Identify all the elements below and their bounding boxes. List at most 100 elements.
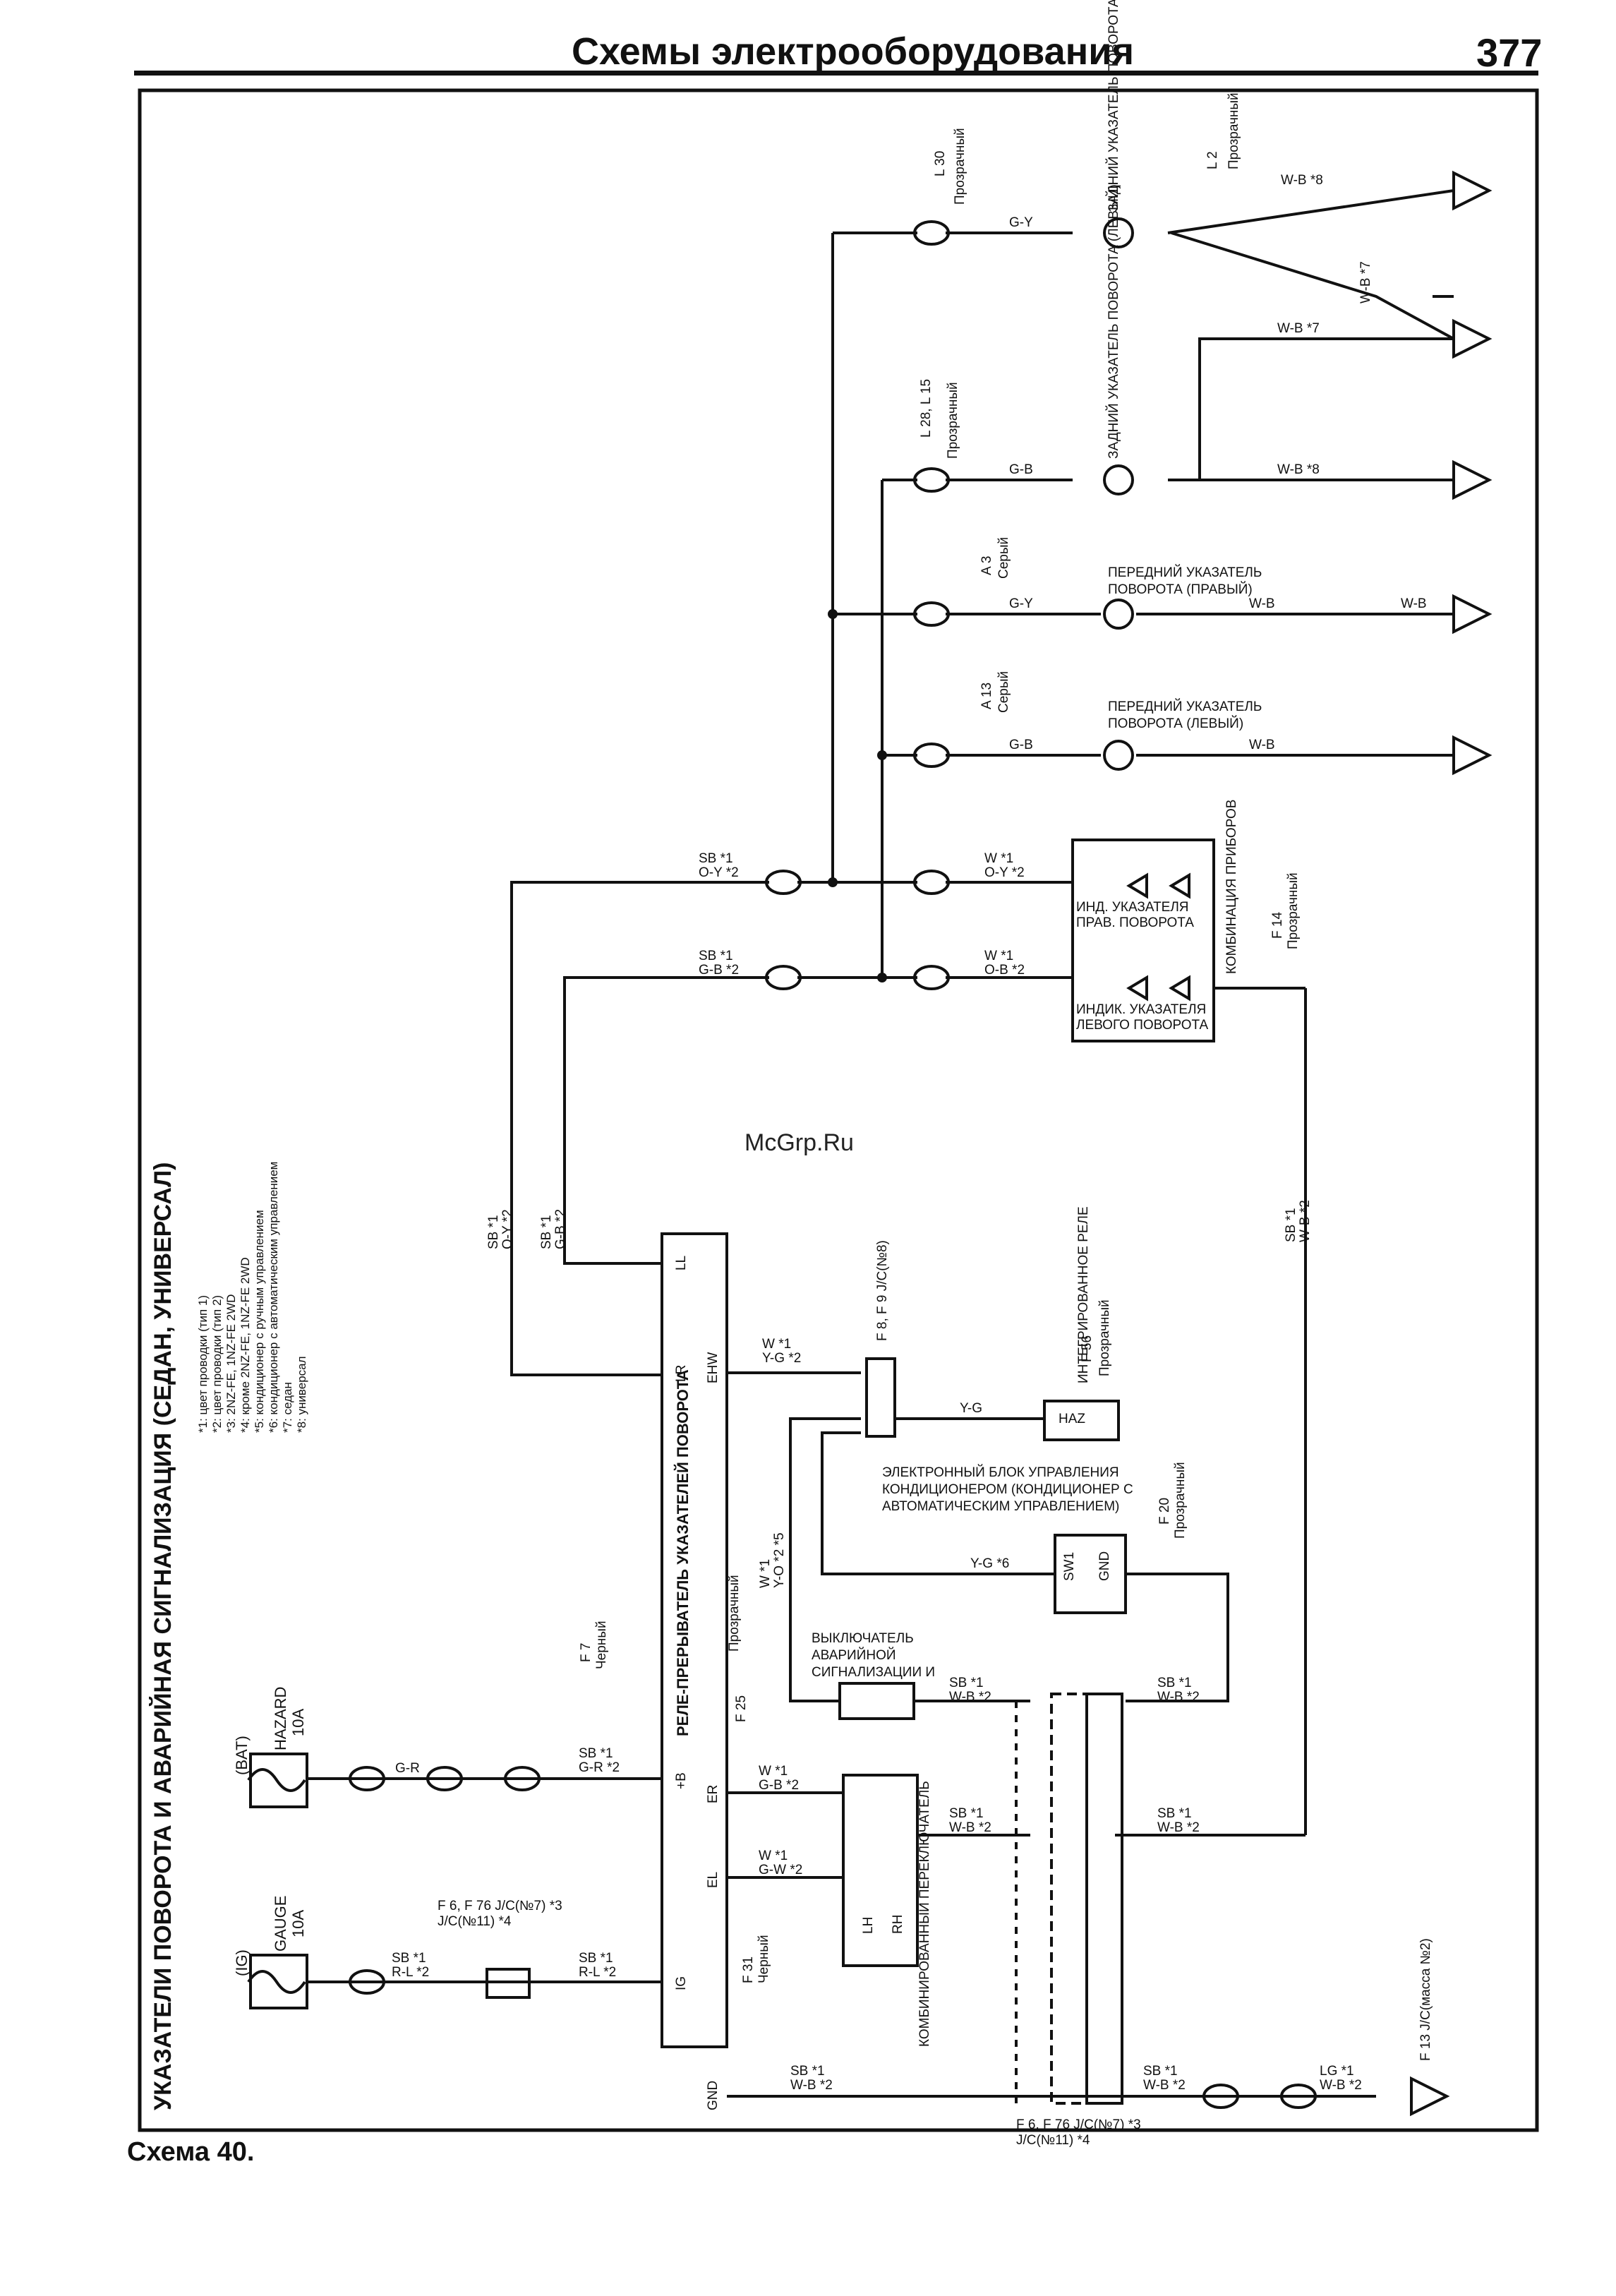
wire-w-gw: W *1 G-W *2 [759, 1849, 803, 1877]
front-right-label: ПЕРЕДНИЙ УКАЗАТЕЛЬ ПОВОРОТА (ПРАВЫЙ) [1108, 565, 1262, 597]
wire-wb7-rl: W-B *7 [1277, 321, 1320, 336]
front-left-label: ПЕРЕДНИЙ УКАЗАТЕЛЬ ПОВОРОТА (ЛЕВЫЙ) [1108, 699, 1262, 731]
note-4: *4: кроме 2NZ-FE, 1NZ-FE 2WD [239, 1257, 252, 1433]
wire-wb7-vertical: W-B *7 [1358, 261, 1373, 303]
wire-lg-wb: LG *1 W-B *2 [1320, 2064, 1362, 2093]
header-rule [134, 71, 1538, 76]
flasher-relay-box [661, 1232, 728, 2048]
wire-sb-wb-2: SB *1 W-B *2 [1157, 1676, 1200, 1705]
pin-lr: LR [674, 1364, 689, 1382]
wire-sb-wb-5: SB *1 W-B *2 [790, 2064, 833, 2093]
wire-gy-rear: G-Y [1009, 215, 1033, 230]
wire-sb-wb-vertical: SB *1 W-B *2 [1284, 1200, 1313, 1242]
wire-sb-gr: SB *1 G-R *2 [579, 1746, 620, 1775]
wire-sb-wb-6: SB *1 W-B *2 [1143, 2064, 1186, 2093]
note-1: *1: цвет проводки (тип 1) [196, 1294, 210, 1433]
combo-lh: LH [861, 1916, 876, 1934]
rear-right-label: ЗАДНИЙ УКАЗАТЕЛЬ ПОВОРОТА (ПРАВЫЙ) [1107, 0, 1121, 212]
hazard-switch-label: ВЫКЛЮЧАТЕЛЬ АВАРИЙНОЙ СИГНАЛИЗАЦИИ И [812, 1631, 936, 1680]
connector-jc-mid: F 6, F 76 J/C(№7) *3 J/C(№11) *4 [438, 1899, 562, 1929]
ground-symbols [1410, 170, 1493, 2117]
gauge-fuse-rating: 10A [289, 1909, 307, 1937]
hazard-fuse-rating: 10A [289, 1708, 307, 1736]
diagram-caption: Схема 40. [127, 2137, 255, 2167]
wire-w-gb2: W *1 G-B *2 [759, 1764, 800, 1793]
note-5: *5: кондиционер с ручным управлением [253, 1210, 266, 1433]
wire-wb-fr: W-B [1249, 596, 1275, 611]
diagram-frame [138, 88, 1539, 2132]
connector-ovals [349, 220, 1317, 2109]
wire-gy-front: G-Y [1009, 596, 1033, 611]
pin-er: ER [706, 1784, 720, 1803]
wire-gr: G-R [395, 1761, 420, 1776]
note-6: *6: кондиционер с автоматическим управле… [267, 1161, 280, 1433]
connector-jc-ground: F 13 J/C(масса №2) [1418, 1938, 1433, 2061]
wire-sb-oy: SB *1 O-Y *2 [699, 851, 739, 880]
wire-sb-rl-2: SB *1 R-L *2 [579, 1951, 617, 1980]
connector-f25-color: Прозрачный [727, 1575, 742, 1652]
ac-block-label: ЭЛЕКТРОННЫЙ БЛОК УПРАВЛЕНИЯ КОНДИЦИОНЕРО… [882, 1465, 1133, 1514]
combo-rh: RH [891, 1914, 905, 1934]
connector-f20-color: Прозрачный [1173, 1462, 1188, 1539]
connector-l28-color: Прозрачный [946, 382, 960, 459]
wire-wb-fr2: W-B [1401, 596, 1427, 611]
connector-l2-color: Прозрачный [1226, 92, 1241, 169]
connector-a13-color: Серый [996, 671, 1011, 713]
connector-l30-color: Прозрачный [953, 128, 967, 205]
ind-left-label: ИНДИК. УКАЗАТЕЛЯ ЛЕВОГО ПОВОРОТА [1076, 1002, 1209, 1033]
hazard-fuse-name: HAZARD [272, 1686, 289, 1750]
wire-sb-rl-1: SB *1 R-L *2 [392, 1951, 430, 1980]
diagram-title: УКАЗАТЕЛИ ПОВОРОТА И АВАРИЙНАЯ СИГНАЛИЗА… [150, 1162, 176, 2110]
connector-f7-color: Черный [594, 1621, 609, 1669]
wire-w-oy: W *1 O-Y *2 [984, 851, 1025, 880]
ind-right-label: ИНД. УКАЗАТЕЛЯ ПРАВ. ПОВОРОТА [1076, 900, 1194, 930]
connector-f20: F 20 [1157, 1497, 1172, 1525]
connector-a3: A 3 [979, 555, 994, 575]
note-3: *3: 2NZ-FE, 1NZ-FE 2WD [224, 1294, 238, 1433]
wire-sb-oy-vertical: SB *1 O-Y *2 [486, 1209, 515, 1249]
wire-sb-wb-3: SB *1 W-B *2 [949, 1806, 991, 1835]
combo-switch-label: КОМБИНИРОВАННЫЙ ПЕРЕКЛЮЧАТЕЛЬ [917, 1781, 932, 2047]
connector-f31-color: Черный [756, 1935, 771, 1983]
hazard-fuse-source: (BAT) [233, 1736, 251, 1775]
connector-f31: F 31 [741, 1956, 756, 1983]
pin-gnd: GND [706, 2080, 720, 2110]
pin-ehw: EHW [706, 1352, 720, 1383]
haz-label: HAZ [1059, 1412, 1085, 1426]
page-header-title: Схемы электрооборудования [572, 30, 1135, 73]
pin-ig: IG [674, 1976, 689, 1990]
connector-a3-color: Серый [996, 536, 1011, 579]
note-7: *7: седан [281, 1382, 294, 1433]
connector-f14: F 14 [1270, 911, 1285, 939]
footnotes: *1: цвет проводки (тип 1) *2: цвет прово… [196, 1150, 309, 1433]
page-number: 377 [1476, 30, 1543, 75]
pin-ll: LL [674, 1255, 689, 1270]
wire-sb-gb: SB *1 G-B *2 [699, 949, 740, 978]
connector-l28: L 28, L 15 [919, 378, 934, 438]
wire-sb-wb-4: SB *1 W-B *2 [1157, 1806, 1200, 1835]
connector-f25: F 25 [734, 1695, 749, 1722]
wire-yg5: W *1 Y-O *2 *5 [758, 1532, 787, 1588]
connector-l30: L 30 [933, 150, 948, 176]
watermark: McGrp.Ru [744, 1129, 854, 1156]
cluster-label: КОМБИНАЦИЯ ПРИБОРОВ [1224, 799, 1239, 974]
wire-wb8-rl: W-B *8 [1277, 462, 1320, 477]
wire-sb-gb-vertical: SB *1 G-B *2 [539, 1208, 568, 1249]
connector-jc8: F 8, F 9 J/C(№8) [875, 1240, 890, 1341]
connector-l2: L 2 [1205, 151, 1220, 169]
wire-yg: Y-G [960, 1401, 983, 1416]
ac-sw1: SW1 [1062, 1551, 1077, 1581]
ac-gnd: GND [1097, 1551, 1112, 1581]
connector-f56-color: Прозрачный [1097, 1299, 1112, 1376]
note-2: *2: цвет проводки (тип 2) [210, 1294, 224, 1433]
connector-f14-color: Прозрачный [1286, 872, 1301, 949]
wire-gb-rear: G-B [1009, 462, 1033, 477]
integrated-relay-label: ИНТЕГРИРОВАННОЕ РЕЛЕ [1076, 1206, 1091, 1383]
wire-yg6: Y-G *6 [970, 1556, 1010, 1571]
gauge-fuse [249, 1954, 308, 2009]
connector-jc-bottom: F 6, F 76 J/C(№7) *3 J/C(№11) *4 [1016, 2117, 1141, 2148]
hazard-fuse [249, 1753, 308, 1808]
wire-wb-fl: W-B [1249, 738, 1275, 752]
gauge-fuse-source: (IG) [233, 1949, 251, 1976]
